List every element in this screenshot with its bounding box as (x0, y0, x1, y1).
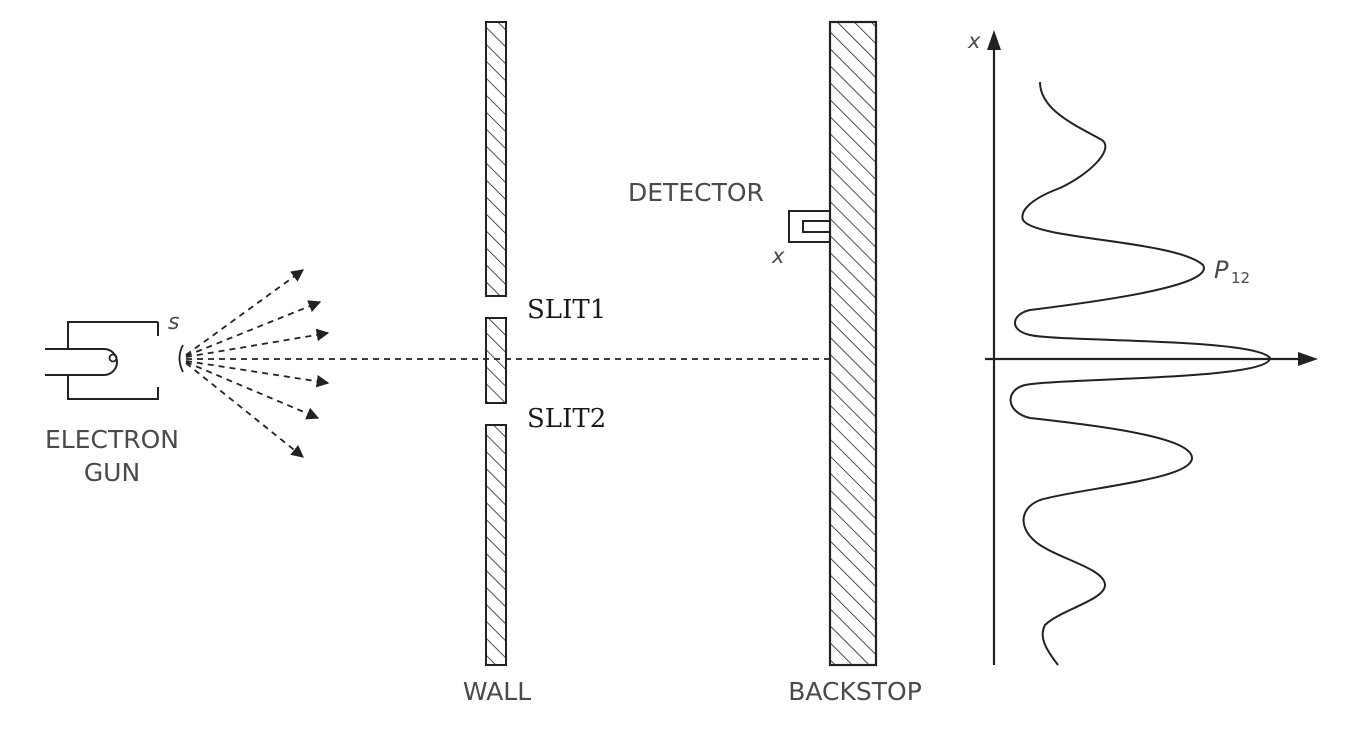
wall-upper-segment (485, 21, 507, 297)
ray-6 (185, 362, 304, 458)
probability-plot (985, 30, 1318, 666)
wall-label: WALL (463, 677, 531, 706)
source-arc (178, 344, 184, 373)
detector-label: DETECTOR (628, 178, 764, 207)
source-label: s (168, 310, 179, 335)
detector (788, 210, 830, 243)
x-axis-arrow-icon (987, 30, 1001, 50)
curve-label-main: P (1214, 256, 1229, 284)
filament-icon (108, 353, 118, 363)
ray-5 (185, 361, 320, 420)
ray-4 (185, 360, 330, 388)
electron-gun-label-line1: ELECTRON (45, 425, 179, 454)
curve-label: P 12 (1214, 256, 1250, 287)
wall-lower-segment (485, 424, 507, 666)
detector-position-label: x (771, 244, 785, 268)
svg-text:12: 12 (1231, 269, 1250, 287)
backstop-label: BACKSTOP (788, 677, 922, 706)
slit2-label: SLIT2 (527, 404, 606, 434)
electron-gun-label-line2: GUN (84, 458, 140, 487)
curve-label-subscript: 12 (1231, 269, 1250, 287)
wall (485, 21, 507, 666)
backstop (828, 20, 878, 667)
svg-text:P: P (1214, 256, 1229, 284)
interference-curve (1009, 81, 1272, 666)
electron-gun (45, 321, 159, 400)
ray-2 (185, 300, 322, 357)
axis-x-label: x (967, 29, 981, 53)
electron-rays (185, 269, 330, 458)
horizontal-axis-arrow-icon (1298, 352, 1318, 366)
slit1-label: SLIT1 (527, 295, 606, 325)
wall-middle-segment (485, 317, 507, 404)
ray-1 (185, 269, 305, 356)
ray-3 (185, 328, 330, 358)
